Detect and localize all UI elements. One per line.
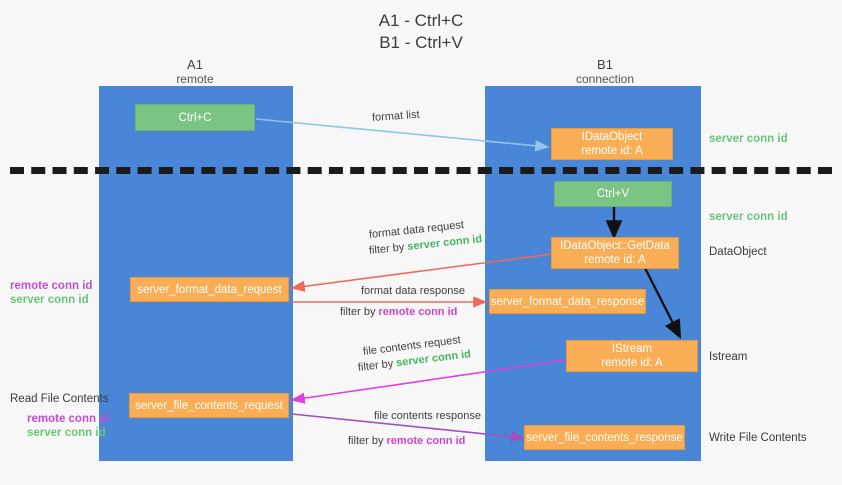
annotation-server-conn-id-lower: server conn id bbox=[27, 427, 106, 439]
edge-label-file-contents-response: file contents response bbox=[374, 410, 481, 422]
node-istream-remote-id: remote id: A bbox=[601, 357, 663, 369]
filter-prefix: filter by bbox=[368, 241, 408, 257]
node-server-file-contents-request-label: server_file_contents_request bbox=[135, 399, 283, 412]
node-server-format-data-response-label: server_format_data_response bbox=[490, 295, 645, 308]
column-header-b1-sub: connection bbox=[575, 72, 635, 86]
edge-label-format-list: format list bbox=[372, 109, 420, 124]
node-istream[interactable]: IStream remote id: A bbox=[566, 340, 698, 372]
node-idataobject-remote-id: remote id: A bbox=[581, 145, 643, 157]
edge-label-format-list-text: format list bbox=[371, 108, 420, 124]
edge-label-format-data-response-filter: filter by remote conn id bbox=[340, 306, 457, 318]
filter-key-remote-conn-id: remote conn id bbox=[378, 306, 458, 318]
filter-prefix: filter by bbox=[348, 435, 387, 447]
annotation-istream: Istream bbox=[709, 351, 748, 363]
column-header-a1-name: A1 bbox=[187, 57, 203, 72]
dashed-separator bbox=[10, 167, 832, 174]
filter-key-server-conn-id: server conn id bbox=[406, 233, 483, 253]
edge-label-format-data-response: format data response bbox=[361, 285, 465, 297]
node-ctrl-v[interactable]: Ctrl+V bbox=[554, 181, 672, 207]
annotation-remote-conn-id-lower: remote conn id bbox=[27, 413, 110, 425]
node-istream-title: IStream bbox=[611, 343, 653, 355]
title-line-1: A1 - Ctrl+C bbox=[378, 11, 464, 30]
node-ctrl-v-label: Ctrl+V bbox=[596, 188, 630, 200]
node-idataobject-title: IDataObject bbox=[581, 131, 643, 143]
filter-prefix: filter by bbox=[340, 306, 379, 318]
annotation-remote-conn-id-upper: remote conn id bbox=[10, 280, 93, 292]
node-idataobject[interactable]: IDataObject remote id: A bbox=[551, 128, 673, 160]
node-server-format-data-response[interactable]: server_format_data_response bbox=[489, 289, 646, 314]
node-ctrl-c-label: Ctrl+C bbox=[178, 111, 212, 124]
annotation-write-file-contents: Write File Contents bbox=[709, 432, 807, 444]
node-server-file-contents-response[interactable]: server_file_contents_response bbox=[524, 425, 685, 450]
edge-label-file-contents-response-text: file contents response bbox=[374, 410, 482, 422]
title-line-2: B1 - Ctrl+V bbox=[379, 33, 463, 52]
node-getdata-remote-id: remote id: A bbox=[584, 254, 646, 266]
annotation-server-conn-id-second: server conn id bbox=[709, 211, 788, 223]
column-header-b1-name: B1 bbox=[597, 57, 613, 72]
annotation-server-conn-id-upper: server conn id bbox=[10, 294, 89, 306]
filter-key-remote-conn-id: remote conn id bbox=[386, 435, 466, 447]
edge-label-format-data-response-text: format data response bbox=[361, 285, 465, 297]
node-server-format-data-request[interactable]: server_format_data_request bbox=[130, 277, 289, 302]
annotation-server-conn-id-top: server conn id bbox=[709, 133, 788, 145]
node-server-format-data-request-label: server_format_data_request bbox=[137, 283, 282, 296]
page-title: A1 - Ctrl+C B1 - Ctrl+V bbox=[0, 10, 842, 54]
node-idataobject-getdata[interactable]: IDataObject::GetData remote id: A bbox=[551, 237, 679, 269]
annotation-dataobject: DataObject bbox=[709, 246, 767, 258]
edge-label-file-contents-response-filter: filter by remote conn id bbox=[348, 435, 465, 447]
column-header-a1: A1 remote bbox=[140, 57, 250, 87]
node-server-file-contents-request[interactable]: server_file_contents_request bbox=[129, 393, 289, 418]
filter-prefix: filter by bbox=[357, 357, 397, 374]
node-getdata-title: IDataObject::GetData bbox=[560, 240, 670, 252]
node-ctrl-c[interactable]: Ctrl+C bbox=[135, 104, 255, 131]
node-server-file-contents-response-label: server_file_contents_response bbox=[526, 431, 683, 444]
column-header-b1: B1 connection bbox=[545, 57, 665, 87]
column-header-a1-sub: remote bbox=[176, 72, 214, 86]
annotation-read-file-contents: Read File Contents bbox=[10, 393, 109, 405]
